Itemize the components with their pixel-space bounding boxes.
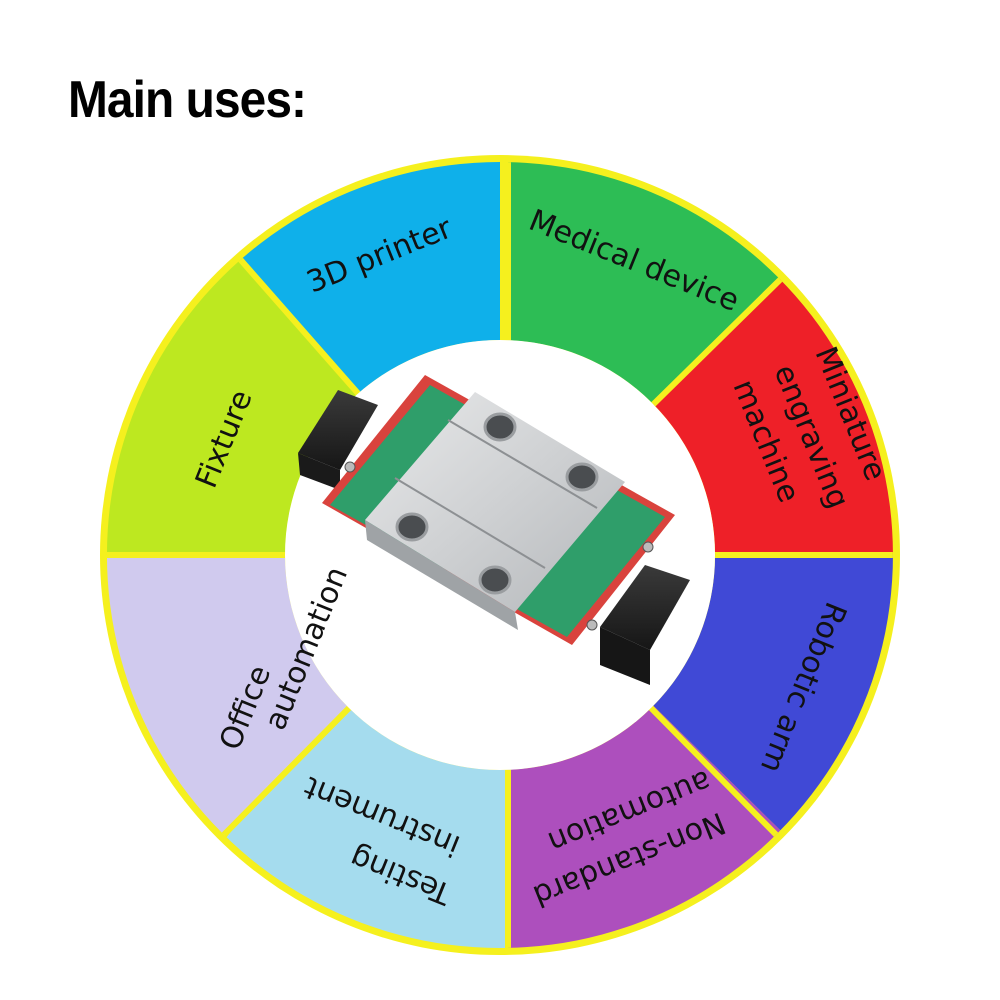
steel-carriage [365, 392, 625, 612]
screw-icon [586, 619, 598, 631]
rail-end-left [298, 390, 378, 490]
mounting-holes [395, 412, 599, 595]
screw-icon [344, 461, 356, 473]
screw-icon [642, 541, 654, 553]
linear-guide-block-image [298, 375, 690, 685]
rail-end-right [600, 565, 690, 685]
page-title: Main uses: [68, 71, 307, 129]
segment-miniature-engraving-machine [500, 162, 893, 555]
